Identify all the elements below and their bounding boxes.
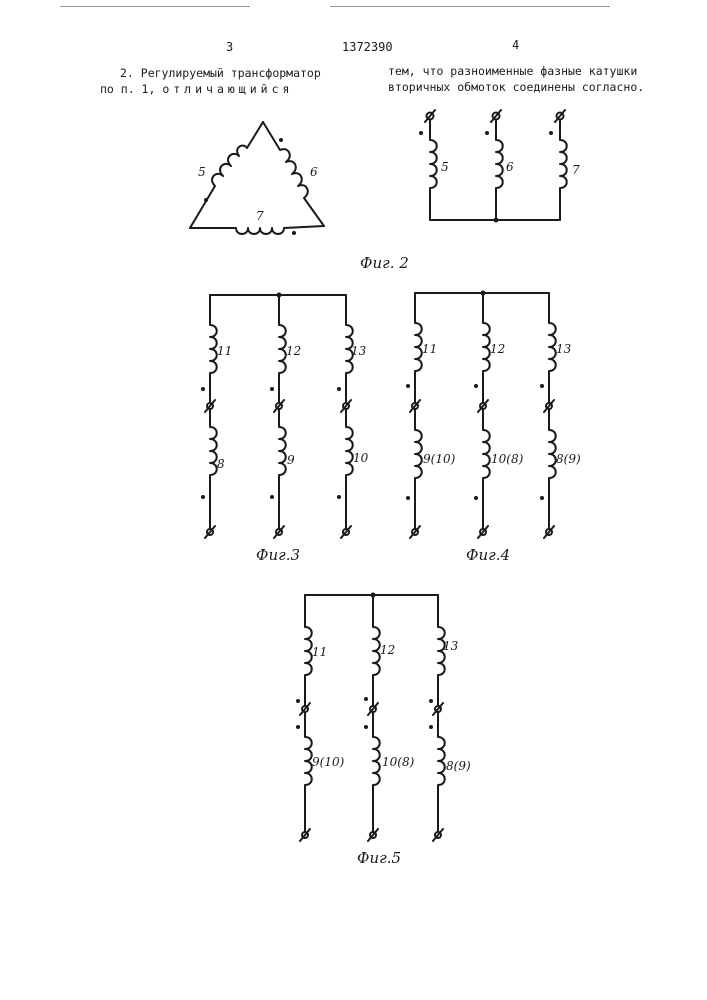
fig4-diagram [406,291,556,539]
fig3-branch-2 [279,295,286,530]
fig2-delta-side-7 [190,226,324,234]
fig4-label-12: 12 [490,342,505,356]
fig3-label-8: 8 [217,457,225,471]
fig5-terminal-slash [300,703,443,841]
fig2-polarity-dot [204,198,208,202]
fig2-polarity-dot [419,131,423,135]
fig3-label-13: 13 [351,344,367,358]
fig5-polarity-dots [296,697,433,729]
fig3-label-11: 11 [217,344,232,358]
fig5-label-11: 11 [312,645,327,659]
fig2-caption: Фиг. 2 [360,254,409,272]
fig2-delta-label-7: 7 [256,209,264,223]
fig5-label-9-10: 9(10) [312,755,345,769]
fig4-caption: Фиг.4 [466,546,510,564]
fig3-branch-1 [210,295,217,530]
fig5-caption: Фиг.5 [357,849,401,867]
fig4-branch-2 [483,293,490,530]
fig5-branch-3 [438,595,445,833]
fig4-label-8-9: 8(9) [556,452,581,466]
fig2-polarity-dot [485,131,489,135]
fig2-star-branch-6 [496,118,503,220]
fig4-label-11: 11 [422,342,437,356]
fig5-label-8-9: 8(9) [446,759,471,773]
fig3-polarity-dots [201,387,341,499]
fig3-label-9: 9 [287,453,295,467]
fig2-star-label-5: 5 [441,160,449,174]
fig2-junction-dot [494,218,499,223]
fig3-label-10: 10 [353,451,369,465]
fig4-branch-3 [549,293,556,530]
fig2-polarity-dot [549,131,553,135]
fig5-branch-1 [305,595,312,833]
fig2-delta-label-5: 5 [198,165,206,179]
fig5-branch-2 [373,595,380,833]
fig3-caption: Фиг.3 [256,546,300,564]
fig4-label-10-8: 10(8) [491,452,524,466]
fig5-label-10-8: 10(8) [382,755,415,769]
fig2-star-label-7: 7 [572,163,580,177]
fig2-star-branch-5 [430,118,437,220]
fig3-branch-3 [346,295,353,530]
fig4-label-13: 13 [556,342,572,356]
fig2-star-label-6: 6 [506,160,514,174]
fig2-polarity-dot [292,231,296,235]
fig3-diagram [201,293,353,539]
fig4-polarity-dots [406,384,544,500]
fig4-branch-1 [415,293,422,530]
fig2-polarity-dot [279,138,283,142]
fig2-delta-label-6: 6 [310,165,318,179]
fig2-star-branch-7 [560,118,567,220]
fig5-label-12: 12 [380,643,395,657]
fig3-label-12: 12 [286,344,301,358]
fig5-diagram [296,593,445,842]
fig5-label-13: 13 [443,639,459,653]
fig4-label-9-10: 9(10) [423,452,456,466]
